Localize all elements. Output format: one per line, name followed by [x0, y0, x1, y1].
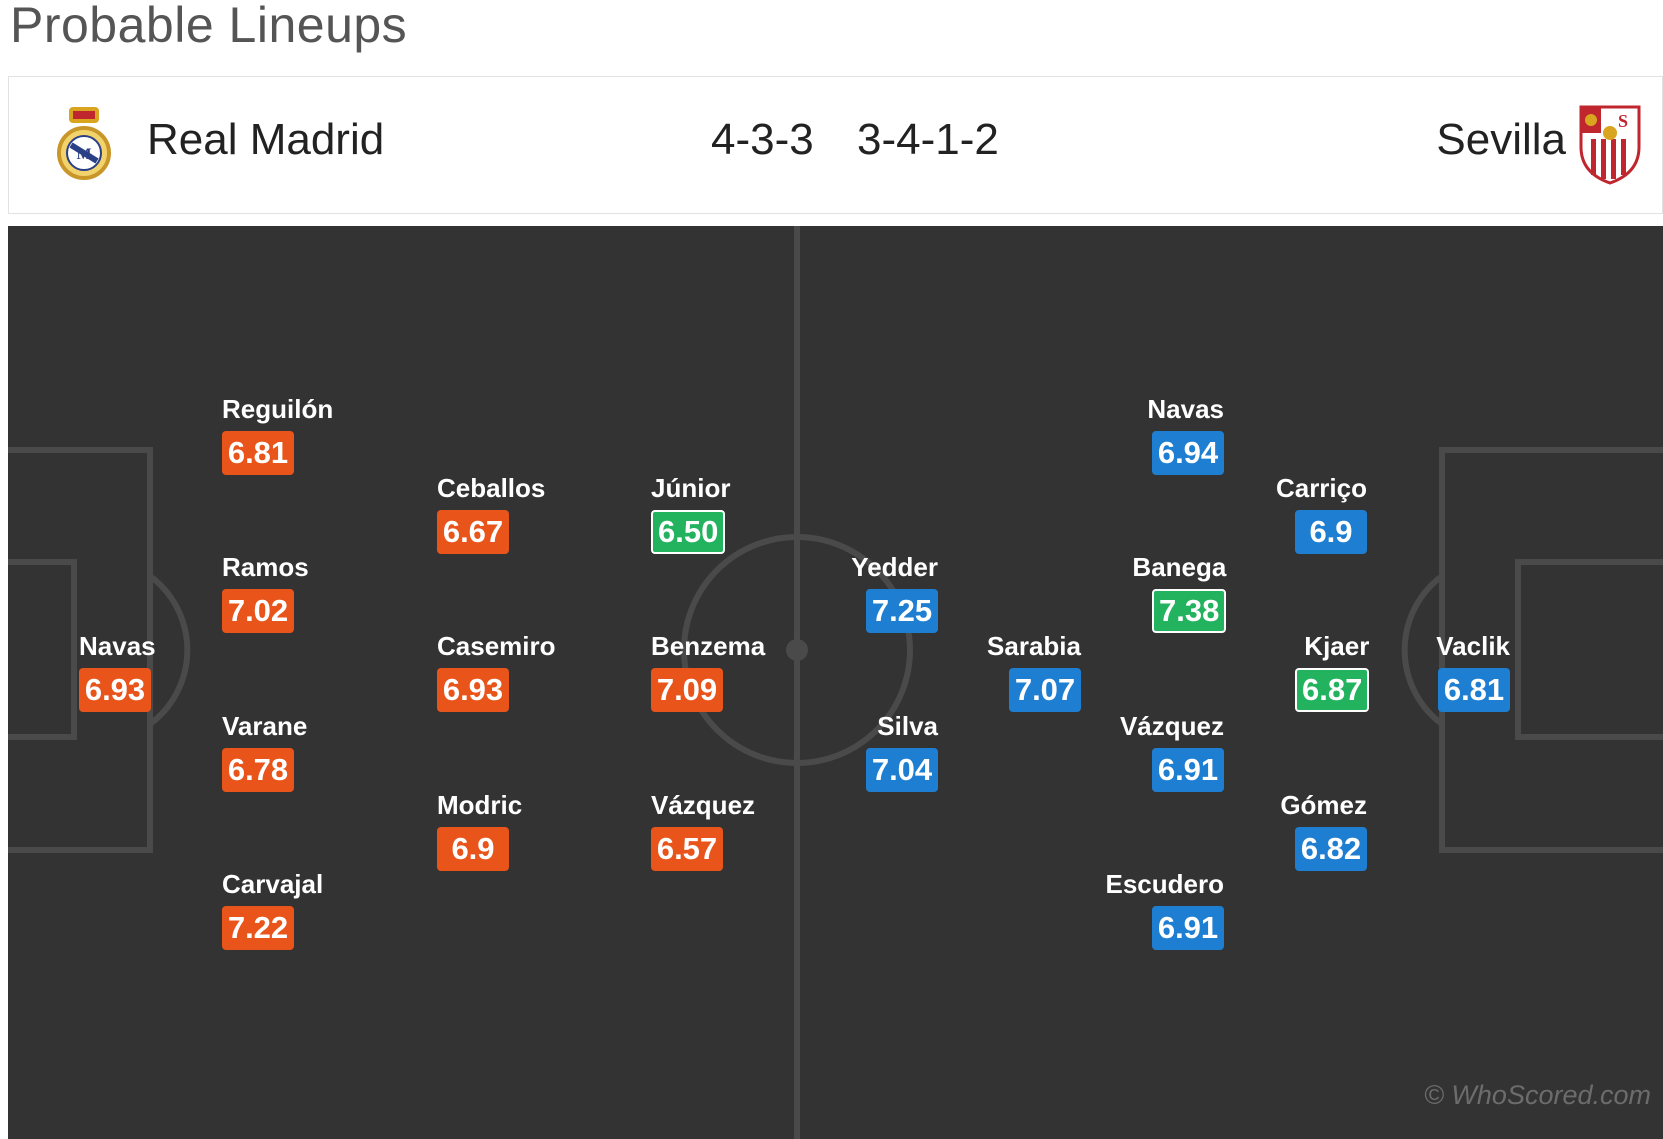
watermark: © WhoScored.com — [1424, 1080, 1651, 1110]
home-player-reguilon[interactable]: Reguilón 6.81 — [222, 394, 333, 475]
sevilla-crest-icon[interactable]: S — [1577, 103, 1643, 185]
player-name: Gómez — [1280, 790, 1367, 820]
player-name: Casemiro — [437, 631, 556, 661]
player-name: Varane — [222, 711, 308, 741]
away-player-vazquez[interactable]: Vázquez 6.91 — [1120, 711, 1224, 792]
player-name: Carvajal — [222, 869, 324, 899]
player-name: Benzema — [651, 631, 766, 661]
home-player-ceballos[interactable]: Ceballos 6.67 — [437, 473, 545, 554]
player-name: Reguilón — [222, 394, 334, 424]
player-name: Silva — [877, 711, 938, 741]
player-rating-badge: 6.87 — [1295, 668, 1370, 712]
player-rating-badge: 6.93 — [437, 668, 509, 712]
player-name: Yedder — [851, 552, 938, 582]
player-name: Navas — [1147, 394, 1224, 424]
player-rating-badge: 6.78 — [222, 748, 294, 792]
away-player-navas[interactable]: Navas 6.94 — [1147, 394, 1224, 475]
away-player-kjaer[interactable]: Kjaer 6.87 — [1295, 631, 1370, 712]
player-rating-badge: 6.91 — [1152, 906, 1224, 950]
away-player-banega[interactable]: Banega 7.38 — [1132, 552, 1227, 633]
away-player-carrico[interactable]: Carriço 6.9 — [1276, 473, 1367, 554]
home-player-navas[interactable]: Navas 6.93 — [79, 631, 156, 712]
match-header: M Real Madrid 4-3-3 3-4-1-2 Sevilla S — [8, 76, 1663, 214]
away-player-yedder[interactable]: Yedder 7.25 — [851, 552, 938, 633]
player-rating-badge: 6.67 — [437, 510, 509, 554]
player-rating-badge: 7.02 — [222, 589, 294, 633]
pitch-markings — [8, 226, 1663, 1139]
away-player-silva[interactable]: Silva 7.04 — [866, 711, 938, 792]
player-rating-badge: 6.81 — [222, 431, 294, 475]
player-rating-badge: 7.09 — [651, 668, 723, 712]
player-rating-badge: 6.93 — [79, 668, 151, 712]
player-rating-badge: 7.07 — [1009, 668, 1081, 712]
svg-text:M: M — [76, 146, 91, 163]
home-player-modric[interactable]: Modric 6.9 — [437, 790, 522, 871]
home-formation: 4-3-3 — [711, 115, 814, 164]
home-player-vazquez[interactable]: Vázquez 6.57 — [651, 790, 755, 871]
away-team-name[interactable]: Sevilla — [1436, 115, 1566, 164]
away-player-gomez[interactable]: Gómez 6.82 — [1280, 790, 1367, 871]
home-player-carvajal[interactable]: Carvajal 7.22 — [222, 869, 323, 950]
player-rating-badge: 7.22 — [222, 906, 294, 950]
home-team-name[interactable]: Real Madrid — [147, 115, 385, 164]
player-name: Vaclik — [1436, 631, 1510, 661]
real-madrid-crest-icon[interactable]: M — [49, 105, 119, 185]
player-name: Escudero — [1105, 869, 1225, 899]
away-player-sarabia[interactable]: Sarabia 7.07 — [987, 631, 1081, 712]
player-rating-badge: 6.50 — [651, 510, 726, 554]
home-player-benzema[interactable]: Benzema 7.09 — [651, 631, 765, 712]
player-name: Carriço — [1275, 473, 1367, 503]
player-name: Vázquez — [1119, 711, 1224, 741]
player-name: Navas — [79, 631, 156, 661]
pitch: Navas 6.93 Reguilón 6.81 Ramos 7.02 Vara… — [8, 226, 1663, 1139]
away-formation: 3-4-1-2 — [857, 115, 999, 164]
player-name: Banega — [1132, 552, 1227, 582]
away-player-vaclik[interactable]: Vaclik 6.81 — [1436, 631, 1510, 712]
player-rating-badge: 6.57 — [651, 827, 723, 871]
player-rating-badge: 6.9 — [1295, 510, 1367, 554]
player-name: Kjaer — [1304, 631, 1370, 661]
player-name: Ramos — [222, 552, 309, 582]
player-rating-badge: 7.04 — [866, 748, 938, 792]
player-name: Modric — [437, 790, 523, 820]
away-player-escudero[interactable]: Escudero 6.91 — [1106, 869, 1224, 950]
player-name: Vázquez — [651, 790, 756, 820]
player-name: Júnior — [651, 473, 731, 503]
player-rating-badge: 6.9 — [437, 827, 509, 871]
svg-text:S: S — [1618, 111, 1628, 131]
page-title: Probable Lineups — [10, 0, 408, 53]
home-player-junior[interactable]: Júnior 6.50 — [651, 473, 730, 554]
home-player-casemiro[interactable]: Casemiro 6.93 — [437, 631, 556, 712]
player-name: Ceballos — [437, 473, 546, 503]
player-rating-badge: 6.82 — [1295, 827, 1367, 871]
player-rating-badge: 6.81 — [1438, 668, 1510, 712]
player-rating-badge: 7.25 — [866, 589, 938, 633]
player-rating-badge: 7.38 — [1152, 589, 1227, 633]
player-rating-badge: 6.94 — [1152, 431, 1224, 475]
home-player-ramos[interactable]: Ramos 7.02 — [222, 552, 309, 633]
home-player-varane[interactable]: Varane 6.78 — [222, 711, 307, 792]
player-rating-badge: 6.91 — [1152, 748, 1224, 792]
player-name: Sarabia — [987, 631, 1081, 661]
